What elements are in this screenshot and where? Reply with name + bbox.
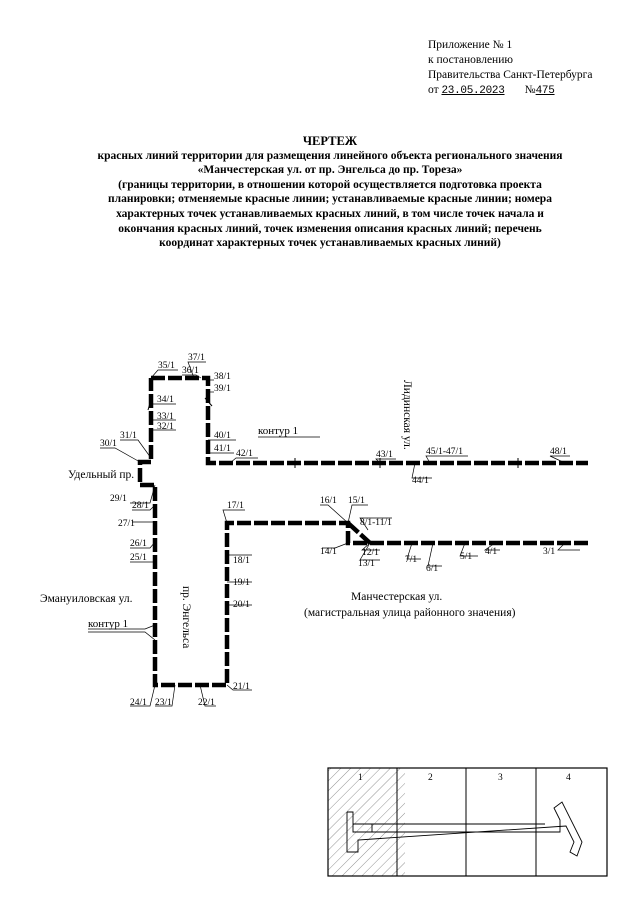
point-label: 17/1 (227, 501, 244, 511)
title-line-3: (границы территории, в отношении которой… (118, 178, 542, 191)
title-line-1: красных линий территории для размещения … (97, 149, 563, 162)
point-label: 24/1 (130, 698, 147, 708)
point-label: 39/1 (214, 384, 231, 394)
sheet-layout-inset: 1 2 3 4 (327, 767, 608, 877)
point-label: 14/1 (320, 547, 337, 557)
point-label: 41/1 (214, 444, 231, 454)
point-label: 13/1 (358, 559, 375, 569)
sheet-number: 3 (498, 773, 503, 783)
street-emanuilovskaya: Эмануиловская ул. (40, 593, 133, 605)
street-names: Лидинская ул. Удельный пр. Эмануиловская… (40, 380, 516, 648)
appendix-line-1: Приложение № 1 (428, 39, 513, 51)
title-line-2: «Манчестерская ул. от пр. Энгельса до пр… (197, 164, 463, 177)
point-label: 36/1 (182, 366, 199, 376)
point-label: 3/1 (543, 547, 555, 557)
street-udelny: Удельный пр. (68, 469, 134, 481)
contour-label: контур 1 (258, 425, 298, 437)
point-label: 27/1 (118, 519, 135, 529)
point-label: 44/1 (412, 476, 429, 486)
point-label: 31/1 (120, 431, 137, 441)
point-label: 37/1 (188, 353, 205, 363)
point-label: 25/1 (130, 553, 147, 563)
point-label: 20/1 (233, 600, 250, 610)
appendix-block: Приложение № 1 к постановлению Правитель… (428, 38, 593, 99)
point-label: 34/1 (157, 395, 174, 405)
title-line-4: планировки; отменяемые красные линии; ус… (108, 193, 552, 206)
inset-frame (327, 767, 608, 877)
point-labels: 35/1 37/1 36/1 38/1 39/1 34/1 33/1 32/1 … (100, 353, 567, 708)
point-label: 19/1 (233, 578, 250, 588)
sheet-number: 2 (428, 773, 433, 783)
appendix-number: 475 (535, 85, 555, 97)
point-label: 21/1 (233, 682, 250, 692)
title-line-5: характерных точек устанавливаемых красны… (116, 207, 544, 220)
title-heading: ЧЕРТЕЖ (302, 134, 358, 148)
point-label: 22/1 (198, 698, 215, 708)
point-label: 7/1 (405, 555, 417, 565)
appendix-date: 23.05.2023 (441, 85, 505, 97)
point-label: 30/1 (100, 439, 117, 449)
contour-labels: контур 1 контур 1 (88, 425, 298, 630)
title-line-6: окончания красных линий, точек изменения… (118, 222, 542, 235)
point-label: 42/1 (236, 449, 253, 459)
inset-territory-outline (346, 801, 583, 857)
sheet-number: 1 (358, 773, 363, 783)
point-label: 4/1 (485, 547, 497, 557)
street-manchesterskaya-note: (магистральная улица районного значения) (304, 607, 516, 619)
point-label: 26/1 (130, 539, 147, 549)
street-manchesterskaya: Манчестерская ул. (351, 591, 442, 603)
point-label: 29/1 (110, 494, 127, 504)
territory-boundary (137, 375, 588, 688)
number-prefix: № (524, 84, 536, 96)
point-label: 38/1 (214, 372, 231, 382)
contour-label: контур 1 (88, 618, 128, 630)
street-engelsa: пр. Энгельса (180, 586, 192, 648)
point-label: 8/1-11/1 (360, 518, 392, 528)
point-label: 35/1 (158, 361, 175, 371)
point-label: 45/1-47/1 (426, 447, 463, 457)
date-prefix: от (428, 84, 439, 96)
point-label: 6/1 (426, 564, 438, 574)
point-label: 32/1 (157, 422, 174, 432)
appendix-date-line: от 23.05.2023 №475 (428, 83, 593, 99)
appendix-line-3: Правительства Санкт-Петербурга (428, 69, 593, 81)
title-line-7: координат характерных точек устанавливае… (159, 237, 501, 250)
point-label: 18/1 (233, 556, 250, 566)
point-label: 28/1 (132, 501, 149, 511)
boundary-ticks (147, 397, 519, 468)
street-lidinskaya: Лидинская ул. (401, 380, 413, 450)
sheet-number: 4 (566, 773, 571, 783)
point-label: 16/1 (320, 496, 337, 506)
point-label: 33/1 (157, 412, 174, 422)
point-label: 48/1 (550, 447, 567, 457)
point-label: 43/1 (376, 450, 393, 460)
sheet-1-hatch (328, 768, 405, 876)
point-label: 40/1 (214, 431, 231, 441)
title-block: ЧЕРТЕЖ красных линий территории для разм… (40, 134, 620, 251)
leader-lines (88, 361, 580, 707)
appendix-line-2: к постановлению (428, 54, 513, 66)
point-label: 12/1 (362, 548, 379, 558)
point-label: 23/1 (155, 698, 172, 708)
point-label: 15/1 (348, 496, 365, 506)
point-label: 5/1 (460, 552, 472, 562)
